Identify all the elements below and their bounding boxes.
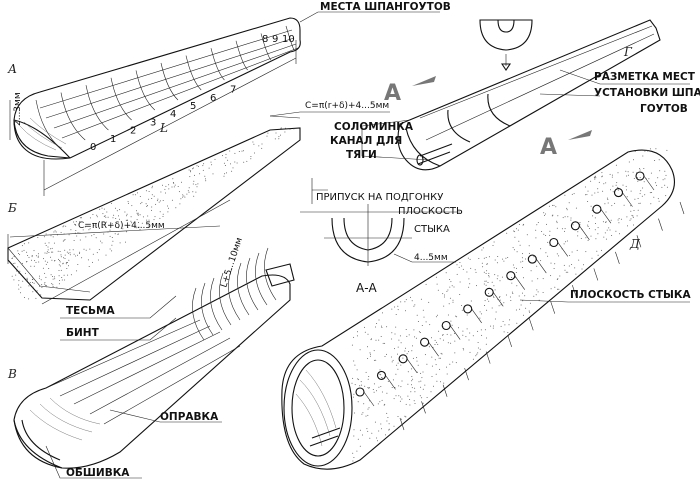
straw-label: СОЛОМИНКА <box>334 121 414 133</box>
panel-d-letter: Д <box>629 237 640 251</box>
panel-b-letter: Б <box>7 201 17 215</box>
panel-g-letter: Г <box>623 45 633 59</box>
panel-v-letter: В <box>7 367 17 381</box>
channel-label-line2: ТЯГИ <box>346 149 377 161</box>
marking-label-line3: ГОУТОВ <box>640 103 688 115</box>
marking-label-line1: РАЗМЕТКА МЕСТ <box>594 71 696 83</box>
frame-number: 0 <box>90 142 96 153</box>
frame-line <box>235 40 248 71</box>
frame-number: 2 <box>130 126 136 137</box>
bandage-label: БИНТ <box>66 327 100 339</box>
joint-plane-label: ПЛОСКОСТЬ СТЫКА <box>570 289 692 301</box>
section-mark-1: А <box>384 81 401 106</box>
frame-line <box>135 70 156 111</box>
sheet-stipple <box>11 127 295 300</box>
frame-line <box>35 99 63 151</box>
marking-label-line2: УСТАНОВКИ ШПАН- <box>594 87 700 99</box>
bandage-wraps <box>192 247 277 341</box>
frame-number: 1 <box>110 134 116 145</box>
frame-line <box>210 48 225 81</box>
side-formula: С=π(R+δ)+4...5мм <box>78 221 165 231</box>
frame-line <box>85 85 109 131</box>
frame-line <box>260 33 272 61</box>
thickness-dim: 4...5мм <box>414 253 448 263</box>
height-dim: 2...3мм <box>13 92 23 126</box>
section-mark-2: А <box>540 135 557 160</box>
frame-number: 7 <box>230 85 236 96</box>
frame-line <box>60 92 86 141</box>
frame-lines <box>35 25 295 151</box>
length-formula: L+5...10мм <box>219 236 245 288</box>
panel-d-tube: Д ПЛОСКОСТЬ СТЫКА <box>281 148 692 470</box>
frame-line <box>185 55 202 91</box>
mandrel-label: ОПРАВКА <box>160 411 219 423</box>
frame-number: 9 <box>272 34 278 45</box>
eyelet-row <box>355 171 685 431</box>
frame-number: 6 <box>210 93 216 104</box>
tube-stipple <box>351 148 668 462</box>
length-label: L <box>159 121 168 135</box>
frame-line <box>160 62 179 101</box>
frame-number: 10 <box>282 34 295 45</box>
skin-label: ОБШИВКА <box>66 467 130 479</box>
panel-v-mandrel: В ТЕСЬМА БИНТ ОПРАВКА ОБШИВКА <box>7 247 295 479</box>
panel-a-letter: А <box>7 62 17 76</box>
top-formula: С=π(r+δ)+4...5мм <box>305 101 389 111</box>
section-aa: ПРИПУСК НА ПОДГОНКУ ПЛОСКОСТЬ СТЫКА 4...… <box>300 178 463 295</box>
frame-places-label: МЕСТА ШПАНГОУТОВ <box>320 1 451 13</box>
frame-line <box>110 77 132 121</box>
plane-label-line2: СТЫКА <box>414 224 450 235</box>
tape-label: ТЕСЬМА <box>66 305 115 317</box>
section-title: А-А <box>356 281 378 295</box>
frame-number: 8 <box>262 34 268 45</box>
frame-line <box>285 25 295 51</box>
panel-g-trough: Г А А РАЗМЕТКА МЕСТ УСТАНОВКИ ШПАН- ГОУТ… <box>330 19 700 171</box>
frame-number: 4 <box>170 109 176 120</box>
channel-label-line1: КАНАЛ ДЛЯ <box>330 135 402 147</box>
plane-label-line1: ПЛОСКОСТЬ <box>398 206 463 217</box>
frame-number: 5 <box>190 101 196 112</box>
allowance-label: ПРИПУСК НА ПОДГОНКУ <box>316 192 443 203</box>
frame-number: 3 <box>150 117 156 128</box>
